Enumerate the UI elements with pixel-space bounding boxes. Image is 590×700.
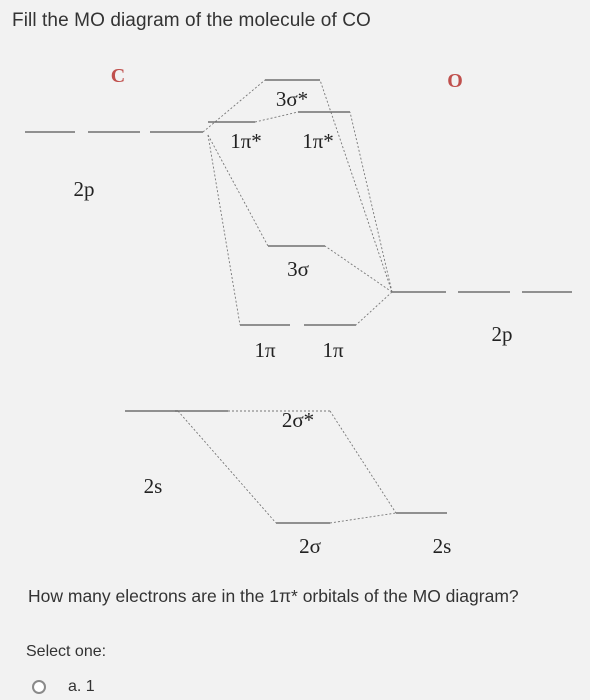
mo-diagram: C O — [25, 65, 572, 558]
atom-label-c: C — [111, 65, 125, 87]
label-1pi-a: 1π — [254, 338, 276, 362]
select-one-label: Select one: — [26, 643, 107, 660]
dash-o2p-to-3sigma-star — [349, 111, 393, 293]
dash-c2p-to-3sigma-star — [202, 79, 266, 133]
dash-c2p-to-1pi — [207, 134, 241, 326]
answer-option-a[interactable]: a. 1 — [32, 678, 95, 696]
radio-button[interactable] — [32, 680, 46, 694]
label-1pi-b: 1π — [322, 338, 344, 362]
dash-c2p-to-3sigma — [207, 134, 269, 247]
dash-o2p-to-3sigma — [324, 245, 393, 293]
dash-o2s-to-2sigma — [329, 512, 397, 524]
atom-label-o: O — [447, 70, 463, 92]
option-label: a. 1 — [68, 678, 95, 695]
dash-pistar-link — [254, 111, 299, 123]
label-2sigma: 2σ — [299, 534, 321, 558]
dash-o2s-to-2sigma-star — [329, 410, 397, 514]
label-o-2s: 2s — [433, 534, 452, 558]
label-3sigma: 3σ — [287, 257, 309, 281]
mo-levels — [175, 79, 356, 524]
label-1pi-star-b: 1π* — [302, 129, 334, 153]
dash-o2p-to-3sigma-star-b — [319, 79, 393, 293]
dash-c2s-to-2sigma — [177, 410, 277, 524]
label-o-2p: 2p — [492, 322, 513, 346]
label-3sigma-star: 3σ* — [276, 87, 308, 111]
label-2sigma-star: 2σ* — [282, 408, 314, 432]
dash-o2p-to-1pi — [355, 291, 393, 326]
label-1pi-star-a: 1π* — [230, 129, 262, 153]
question-title: Fill the MO diagram of the molecule of C… — [12, 10, 371, 31]
correlation-lines — [177, 79, 397, 524]
question-text: How many electrons are in the 1π* orbita… — [28, 586, 519, 606]
label-c-2p: 2p — [74, 177, 95, 201]
label-c-2s: 2s — [144, 474, 163, 498]
